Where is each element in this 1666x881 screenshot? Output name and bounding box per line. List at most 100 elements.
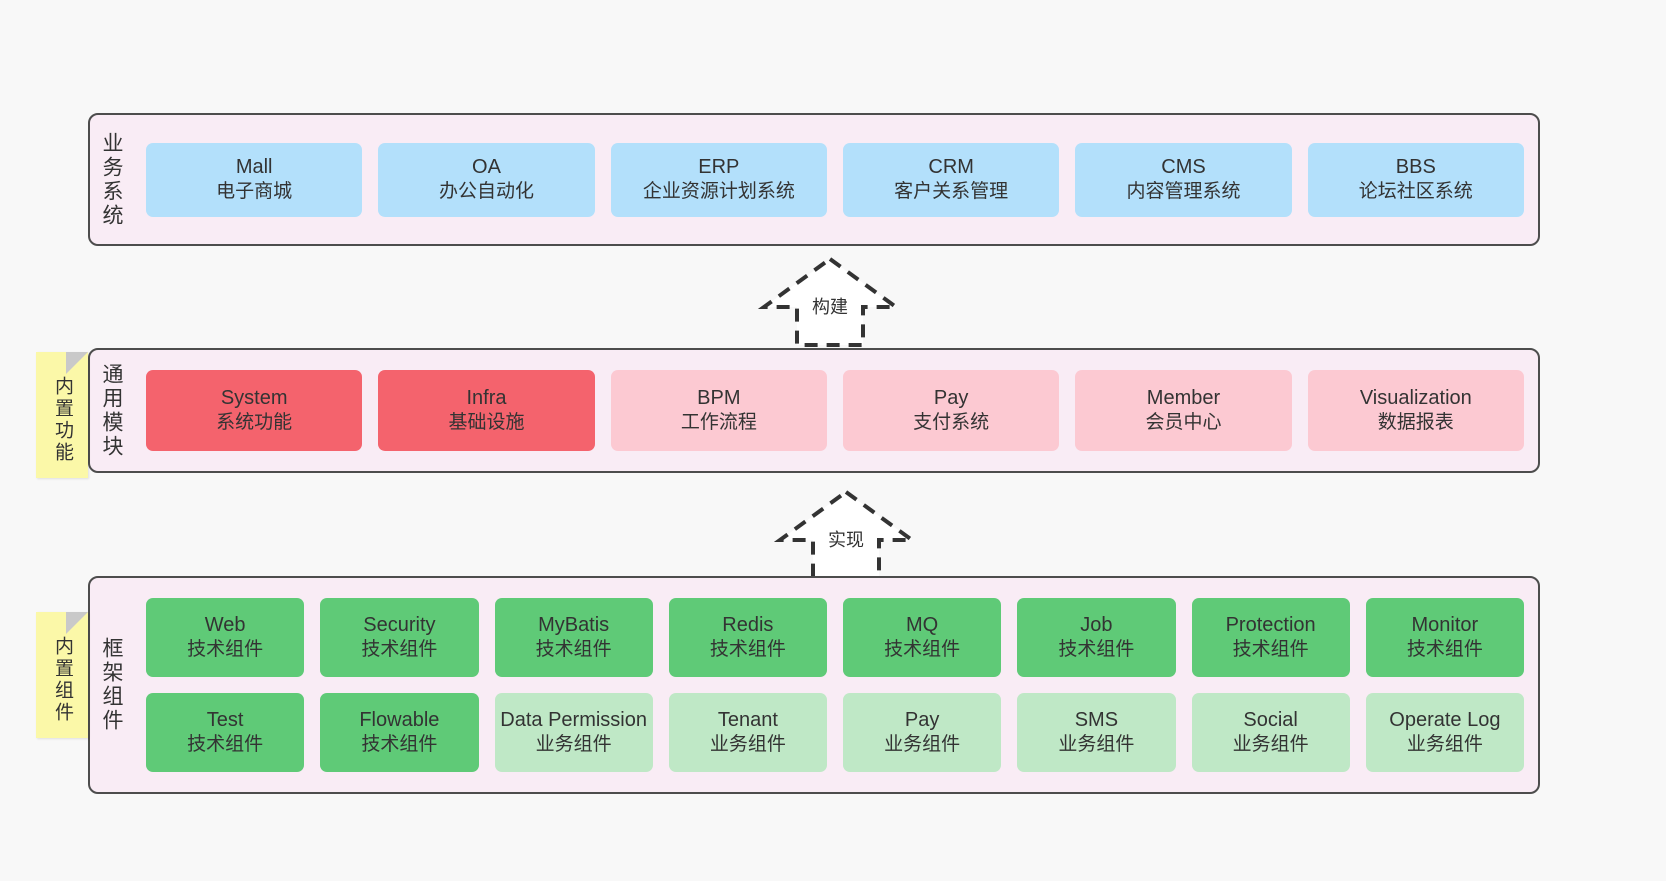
card-subtitle: 技术组件 — [187, 734, 264, 756]
card-title: SMS — [1074, 709, 1119, 732]
card-title: Pay — [904, 709, 940, 732]
card-title: Tenant — [717, 709, 778, 732]
card-pay-component[interactable]: Pay 业务组件 — [843, 693, 1002, 772]
card-redis[interactable]: Redis 技术组件 — [668, 598, 827, 677]
card-subtitle: 客户关系管理 — [894, 181, 1009, 203]
arrow-realize: 实现 — [772, 486, 920, 584]
card-row: System 系统功能 Infra 基础设施 BPM 工作流程 Pay 支付系统… — [146, 370, 1524, 451]
card-title: BBS — [1395, 156, 1436, 179]
layer-body-framework-components: Web 技术组件 Security 技术组件 MyBatis 技术组件 Redi… — [132, 578, 1538, 792]
card-test[interactable]: Test 技术组件 — [146, 693, 305, 772]
card-title: MQ — [906, 614, 939, 637]
card-sms[interactable]: SMS 业务组件 — [1017, 693, 1176, 772]
card-row: Mall 电子商城 OA 办公自动化 ERP 企业资源计划系统 CRM 客户关系… — [146, 142, 1524, 217]
card-title: Social — [1243, 709, 1298, 732]
card-protection[interactable]: Protection 技术组件 — [1191, 598, 1350, 677]
card-data-permission[interactable]: Data Permission 业务组件 — [494, 693, 653, 772]
card-subtitle: 内容管理系统 — [1126, 181, 1241, 203]
layer-business-system: 业务系统 Mall 电子商城 OA 办公自动化 ERP 企业资源计划系统 CRM… — [88, 113, 1540, 246]
card-title: MyBatis — [538, 614, 610, 637]
card-subtitle: 业务组件 — [1406, 734, 1483, 756]
card-mybatis[interactable]: MyBatis 技术组件 — [494, 598, 653, 677]
card-web[interactable]: Web 技术组件 — [146, 598, 305, 677]
card-title: Pay — [933, 387, 969, 410]
card-title: Security — [363, 614, 436, 637]
card-title: Protection — [1225, 614, 1316, 637]
card-subtitle: 技术组件 — [361, 639, 438, 661]
card-subtitle: 技术组件 — [884, 639, 961, 661]
card-infra[interactable]: Infra 基础设施 — [378, 370, 595, 451]
card-title: Member — [1146, 387, 1221, 410]
card-title: Monitor — [1411, 614, 1479, 637]
sticky-note-builtin-function: 内置功能 — [36, 352, 88, 478]
card-subtitle: 电子商城 — [216, 181, 293, 203]
card-visualization[interactable]: Visualization 数据报表 — [1307, 370, 1524, 451]
card-subtitle: 业务组件 — [1058, 734, 1135, 756]
card-title: Job — [1080, 614, 1113, 637]
card-subtitle: 技术组件 — [1058, 639, 1135, 661]
card-subtitle: 数据报表 — [1377, 412, 1454, 434]
card-security[interactable]: Security 技术组件 — [320, 598, 479, 677]
card-subtitle: 会员中心 — [1145, 412, 1222, 434]
card-title: ERP — [698, 156, 740, 179]
card-job[interactable]: Job 技术组件 — [1017, 598, 1176, 677]
card-title: Mall — [235, 156, 273, 179]
card-title: Flowable — [359, 709, 440, 732]
card-bpm[interactable]: BPM 工作流程 — [610, 370, 827, 451]
card-mall[interactable]: Mall 电子商城 — [146, 142, 363, 217]
layer-title-business-system: 业务系统 — [100, 131, 124, 228]
card-flowable[interactable]: Flowable 技术组件 — [320, 693, 479, 772]
card-subtitle: 办公自动化 — [438, 181, 534, 203]
card-title: Infra — [466, 387, 507, 410]
card-subtitle: 工作流程 — [680, 412, 757, 434]
card-social[interactable]: Social 业务组件 — [1191, 693, 1350, 772]
card-subtitle: 基础设施 — [448, 412, 525, 434]
card-title: Visualization — [1359, 387, 1472, 410]
card-subtitle: 技术组件 — [535, 639, 612, 661]
card-subtitle: 技术组件 — [1406, 639, 1483, 661]
card-title: Redis — [722, 614, 774, 637]
card-oa[interactable]: OA 办公自动化 — [378, 142, 595, 217]
card-erp[interactable]: ERP 企业资源计划系统 — [610, 142, 827, 217]
card-subtitle: 论坛社区系统 — [1358, 181, 1473, 203]
arrow-build: 构建 — [756, 253, 904, 351]
arrow-realize-label: 实现 — [828, 530, 864, 550]
card-crm[interactable]: CRM 客户关系管理 — [842, 142, 1060, 217]
card-subtitle: 技术组件 — [187, 639, 264, 661]
card-subtitle: 技术组件 — [361, 734, 438, 756]
layer-common-modules: 通用模块 System 系统功能 Infra 基础设施 BPM 工作流程 Pay… — [88, 348, 1540, 473]
layer-title-framework-components: 框架组件 — [100, 637, 124, 733]
card-subtitle: 支付系统 — [913, 412, 990, 434]
card-row: Web 技术组件 Security 技术组件 MyBatis 技术组件 Redi… — [146, 598, 1524, 677]
card-bbs[interactable]: BBS 论坛社区系统 — [1307, 142, 1524, 217]
card-operate-log[interactable]: Operate Log 业务组件 — [1365, 693, 1524, 772]
card-mq[interactable]: MQ 技术组件 — [843, 598, 1002, 677]
card-subtitle: 业务组件 — [709, 734, 786, 756]
card-subtitle: 业务组件 — [1232, 734, 1309, 756]
card-title: BPM — [697, 387, 741, 410]
card-cms[interactable]: CMS 内容管理系统 — [1075, 142, 1292, 217]
card-subtitle: 技术组件 — [709, 639, 786, 661]
card-title: OA — [472, 156, 501, 179]
card-system[interactable]: System 系统功能 — [146, 370, 363, 451]
card-tenant[interactable]: Tenant 业务组件 — [668, 693, 827, 772]
card-pay-module[interactable]: Pay 支付系统 — [842, 370, 1060, 451]
card-title: Data Permission — [500, 709, 647, 732]
arrow-build-label: 构建 — [812, 297, 848, 317]
card-title: CMS — [1161, 156, 1206, 179]
sticky-note-label: 内置功能 — [51, 376, 73, 464]
card-subtitle: 技术组件 — [1232, 639, 1309, 661]
card-row: Test 技术组件 Flowable 技术组件 Data Permission … — [146, 693, 1524, 772]
card-title: Web — [204, 614, 246, 637]
card-monitor[interactable]: Monitor 技术组件 — [1365, 598, 1524, 677]
card-title: CRM — [928, 156, 974, 179]
card-member[interactable]: Member 会员中心 — [1075, 370, 1292, 451]
layer-body-common-modules: System 系统功能 Infra 基础设施 BPM 工作流程 Pay 支付系统… — [132, 350, 1538, 471]
card-subtitle: 企业资源计划系统 — [642, 181, 795, 203]
layer-body-business-system: Mall 电子商城 OA 办公自动化 ERP 企业资源计划系统 CRM 客户关系… — [132, 115, 1538, 244]
card-subtitle: 系统功能 — [216, 412, 293, 434]
card-title: System — [220, 387, 288, 410]
layer-framework-components: 框架组件 Web 技术组件 Security 技术组件 MyBatis 技术组件… — [88, 576, 1540, 794]
layer-title-common-modules: 通用模块 — [100, 362, 124, 459]
